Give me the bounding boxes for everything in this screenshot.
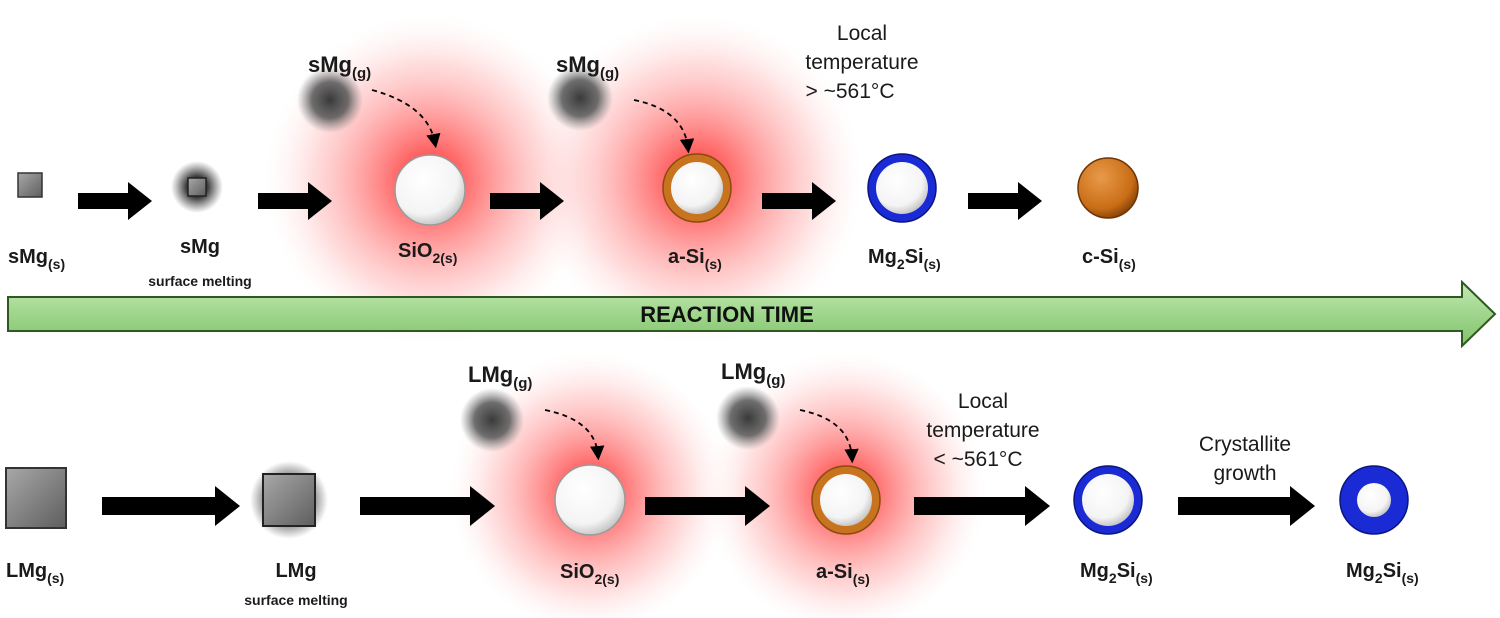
lmg-melting-particle: [262, 473, 316, 527]
label-sio2-bottom: SiO2(s): [560, 561, 619, 587]
temp-note-top-line3: > ~561°C: [806, 80, 895, 103]
label-lmg-melt: LMg: [275, 560, 316, 582]
asi-core-bottom: [820, 474, 872, 526]
label-mg2si-bottom-1: Mg2Si(s): [1080, 560, 1153, 586]
mg-gas-cloud-bottom-2: [716, 386, 780, 450]
label-smg-gas-2: sMg(g): [556, 52, 619, 82]
asi-core-top: [671, 162, 723, 214]
sio2-sphere-top: [394, 154, 466, 226]
label-mg2si-bottom-2: Mg2Si(s): [1346, 560, 1419, 586]
temp-note-bottom-line1: Local: [958, 390, 1008, 413]
process-arrow-top-2: [258, 182, 332, 220]
gas-trajectory-top-1: [371, 89, 441, 149]
lmg-solid-particle: [5, 467, 67, 529]
process-arrow-top-5: [968, 182, 1042, 220]
label-smg-melt: sMg: [180, 236, 220, 258]
mg-gas-cloud-top-1: [297, 67, 363, 133]
label-sio2-top: SiO2(s): [398, 240, 457, 266]
label-smg-gas-1: sMg(g): [308, 52, 371, 82]
mg-gas-cloud-bottom-1: [460, 388, 524, 452]
process-arrow-bottom-4: [914, 486, 1050, 526]
smg-solid-particle: [17, 172, 43, 198]
mg2si-core-bottom-2: [1357, 483, 1391, 517]
label-csi: c-Si(s): [1082, 246, 1136, 272]
gas-trajectory-top-2: [633, 99, 695, 154]
temp-note-top-line1: Local: [837, 22, 887, 45]
growth-note-line2: growth: [1213, 462, 1276, 485]
csi-sphere: [1077, 157, 1139, 219]
label-asi-bottom: a-Si(s): [816, 561, 870, 587]
label-smg-solid: sMg(s): [8, 246, 65, 272]
caption-surface-melting-bottom: surface melting: [244, 592, 347, 608]
label-lmg-solid: LMg(s): [6, 560, 64, 586]
label-lmg-gas-2: LMg(g): [721, 359, 785, 389]
process-arrow-top-4: [762, 182, 836, 220]
banner-label: REACTION TIME: [640, 302, 814, 327]
process-arrow-bottom-3: [645, 486, 770, 526]
growth-note-line1: Crystallite: [1199, 433, 1291, 456]
sio2-sphere-bottom: [554, 464, 626, 536]
mg2si-core-top: [876, 162, 928, 214]
temp-note-bottom-line2: temperature: [926, 419, 1039, 442]
process-arrow-top-1: [78, 182, 152, 220]
label-mg2si-top: Mg2Si(s): [868, 246, 941, 272]
process-arrow-bottom-1: [102, 486, 240, 526]
process-arrow-bottom-2: [360, 486, 495, 526]
process-arrow-bottom-5: [1178, 486, 1315, 526]
caption-surface-melting-top: surface melting: [148, 273, 251, 289]
temp-note-top-line2: temperature: [805, 51, 918, 74]
process-arrow-top-3: [490, 182, 564, 220]
mg-gas-cloud-top-2: [547, 65, 613, 131]
reaction-time-banner: [7, 279, 1497, 349]
label-asi-top: a-Si(s): [668, 246, 722, 272]
label-lmg-gas-1: LMg(g): [468, 362, 532, 392]
smg-melting-particle: [187, 177, 207, 197]
gas-trajectory-bottom-2: [799, 409, 859, 464]
temp-note-bottom-line3: < ~561°C: [934, 448, 1023, 471]
mg2si-core-bottom-1: [1082, 474, 1134, 526]
